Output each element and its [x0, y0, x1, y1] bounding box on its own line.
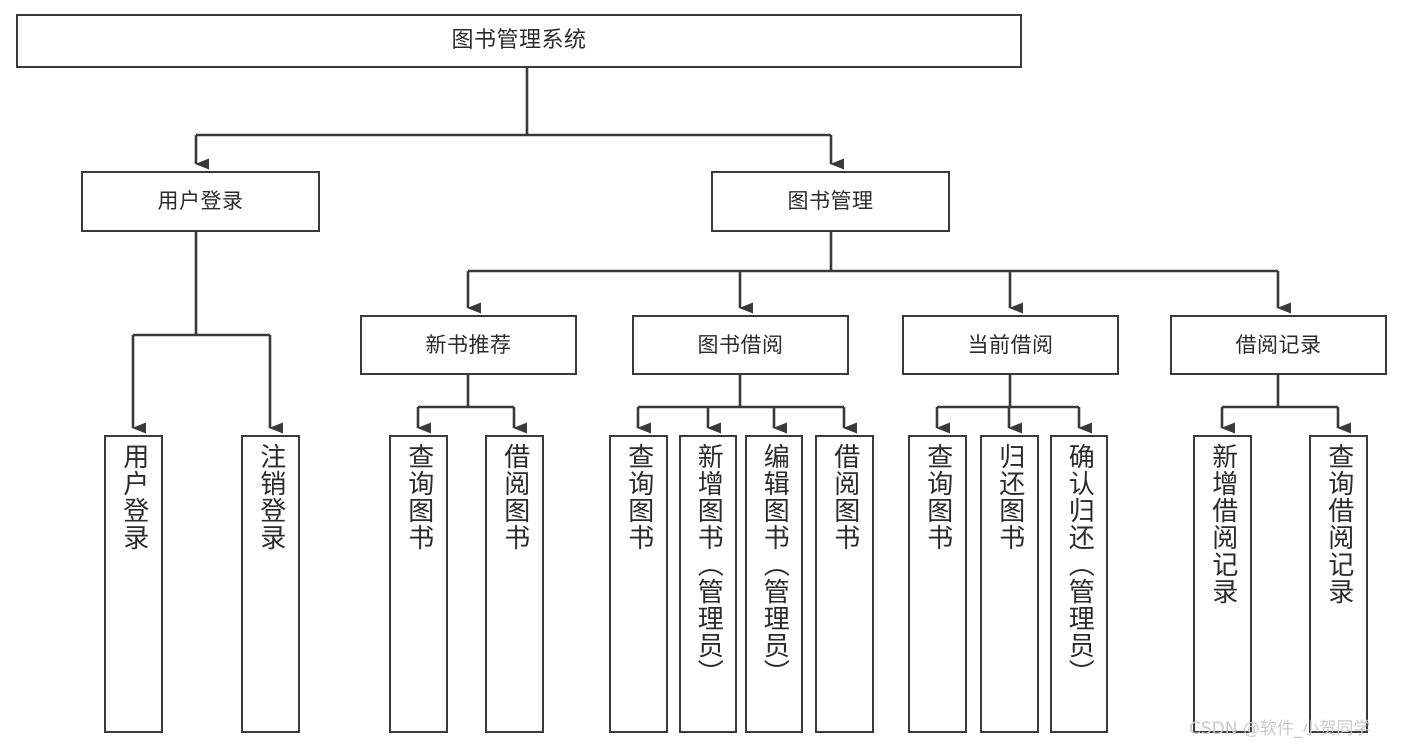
leaf-borrow-add-book-admin[interactable]: 新增图书（管理员）: [679, 435, 737, 733]
leaf-current-confirm-return-admin[interactable]: 确认归还（管理员）: [1050, 435, 1108, 733]
node-label: 借阅记录: [1235, 332, 1322, 357]
node-label: 用户登录: [118, 443, 149, 551]
node-label: 归还图书: [994, 443, 1025, 551]
leaf-user-login-logout[interactable]: 注销登录: [241, 435, 300, 733]
node-label: 查询借阅记录: [1323, 443, 1354, 605]
leaf-borrow-edit-book-admin[interactable]: 编辑图书（管理员）: [745, 435, 803, 733]
leaf-current-return-book[interactable]: 归还图书: [980, 435, 1039, 733]
node-new-book-recommend[interactable]: 新书推荐: [360, 315, 577, 375]
node-label: 图书管理: [787, 189, 874, 214]
node-label: 查询图书: [922, 443, 953, 551]
node-book-borrow[interactable]: 图书借阅: [632, 315, 849, 375]
node-borrow-record[interactable]: 借阅记录: [1170, 315, 1387, 375]
leaf-user-login-login[interactable]: 用户登录: [104, 435, 163, 733]
node-label: 新增图书（管理员）: [693, 443, 724, 686]
node-root-library-system[interactable]: 图书管理系统: [16, 14, 1022, 68]
leaf-borrow-query-book[interactable]: 查询图书: [609, 435, 668, 733]
node-label: 编辑图书（管理员）: [759, 443, 790, 686]
node-label: 当前借阅: [967, 332, 1054, 357]
node-label: 图书管理系统: [451, 28, 587, 54]
node-label: 查询图书: [403, 443, 434, 551]
node-label: 确认归还（管理员）: [1064, 443, 1095, 686]
node-current-borrow[interactable]: 当前借阅: [902, 315, 1119, 375]
node-book-management[interactable]: 图书管理: [711, 171, 950, 232]
csdn-watermark: CSDN @软件_小贺同学: [1189, 719, 1371, 739]
leaf-current-query-book[interactable]: 查询图书: [908, 435, 967, 733]
node-user-login[interactable]: 用户登录: [81, 171, 320, 232]
node-label: 新增借阅记录: [1207, 443, 1238, 605]
node-label: 图书借阅: [697, 332, 784, 357]
node-label: 查询图书: [623, 443, 654, 551]
node-label: 新书推荐: [425, 332, 512, 357]
leaf-record-add-record[interactable]: 新增借阅记录: [1193, 435, 1252, 733]
leaf-recommend-query-book[interactable]: 查询图书: [389, 435, 448, 733]
leaf-recommend-borrow-book[interactable]: 借阅图书: [485, 435, 544, 733]
node-label: 借阅图书: [829, 443, 860, 551]
node-label: 注销登录: [255, 443, 286, 551]
leaf-borrow-borrow-book[interactable]: 借阅图书: [815, 435, 874, 733]
node-label: 用户登录: [157, 189, 244, 214]
node-label: 借阅图书: [499, 443, 530, 551]
leaf-record-query-record[interactable]: 查询借阅记录: [1309, 435, 1368, 733]
